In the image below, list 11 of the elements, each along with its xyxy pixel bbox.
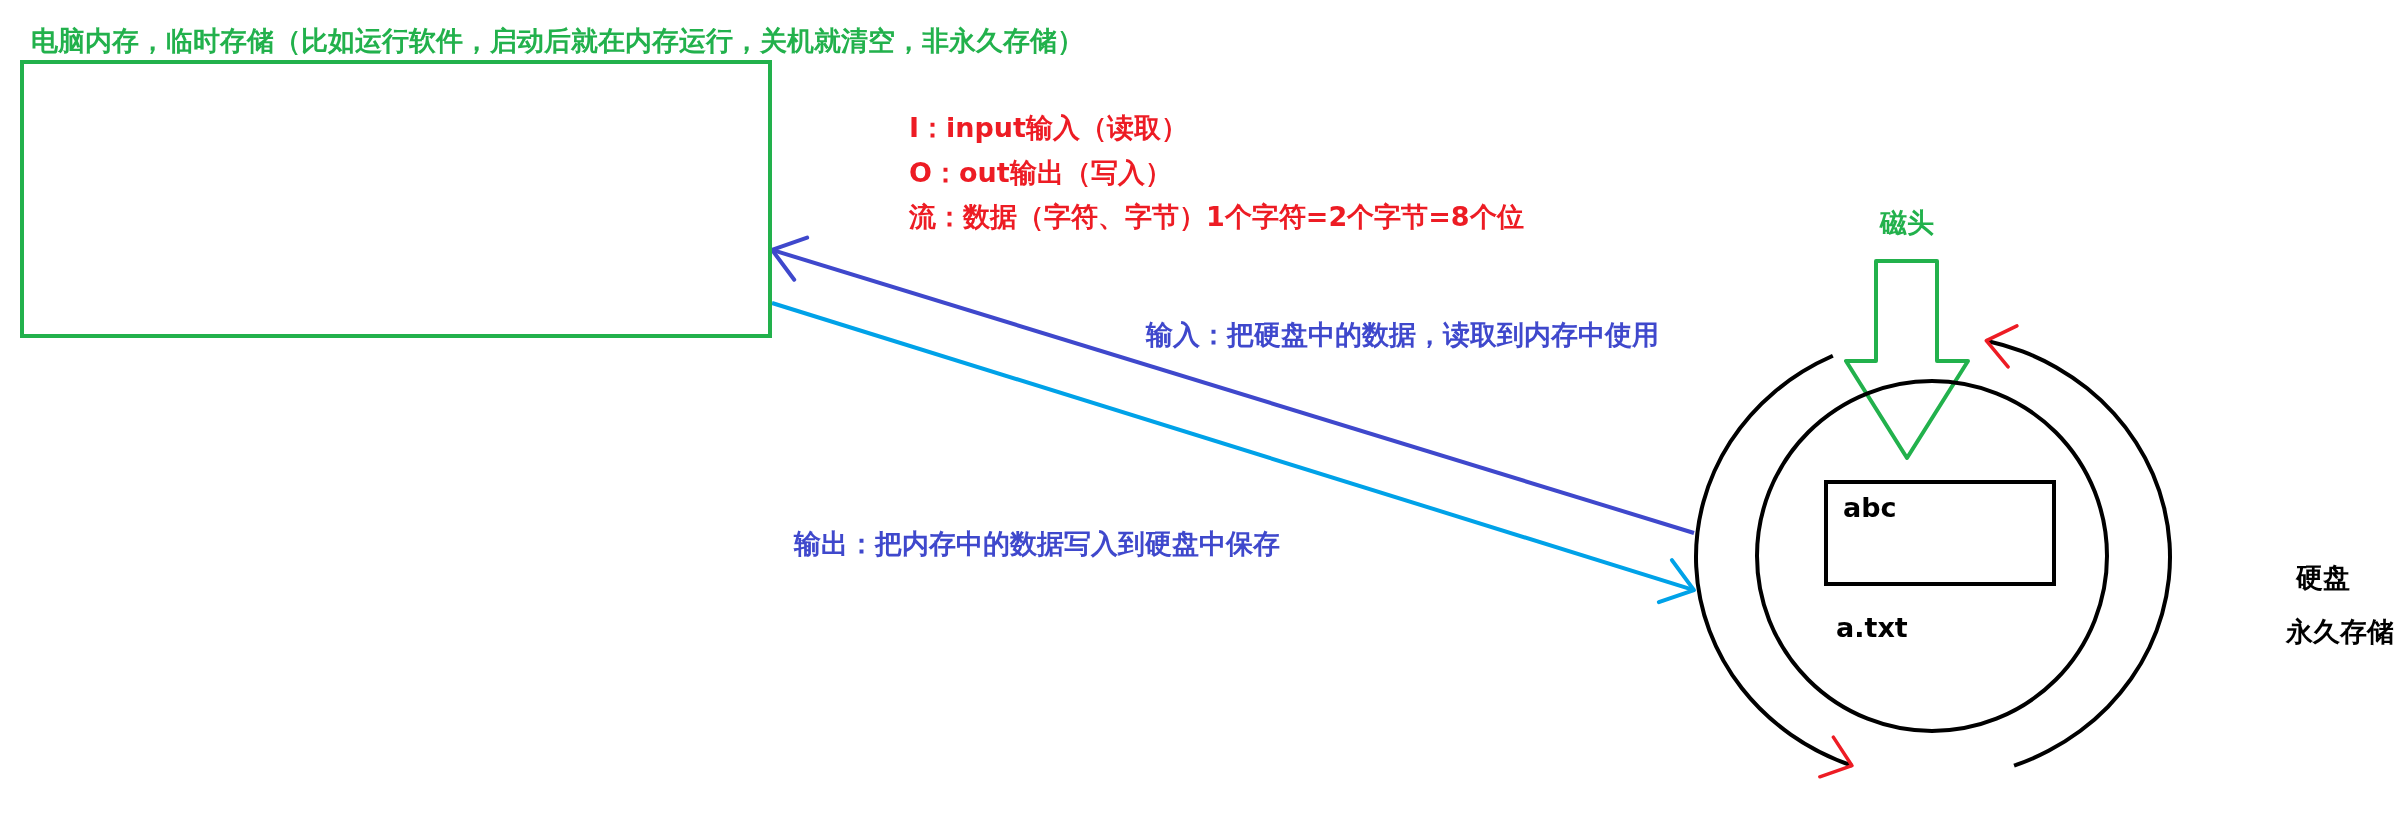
note-text: O：out输出（写入）: [909, 158, 1172, 188]
edge-label: 输出：把内存中的数据写入到硬盘中保存: [794, 529, 1280, 559]
head-label: 磁头: [1878, 208, 1935, 238]
note-text: I：input输入（读取）: [909, 113, 1188, 143]
note-text: 流：数据（字符、字节）1个字符=2个字节=8个位: [909, 202, 1524, 232]
arrow: [770, 235, 1695, 535]
memory-caption: 电脑内存，临时存储（比如运行软件，启动后就在内存运行，关机就清空，非永久存储）: [31, 26, 1084, 56]
arrow: [771, 301, 1696, 605]
disk-label: 硬盘: [2296, 563, 2350, 593]
disk-label: 永久存储: [2286, 617, 2394, 647]
edge-label: 输入：把硬盘中的数据，读取到内存中使用: [1146, 320, 1659, 350]
